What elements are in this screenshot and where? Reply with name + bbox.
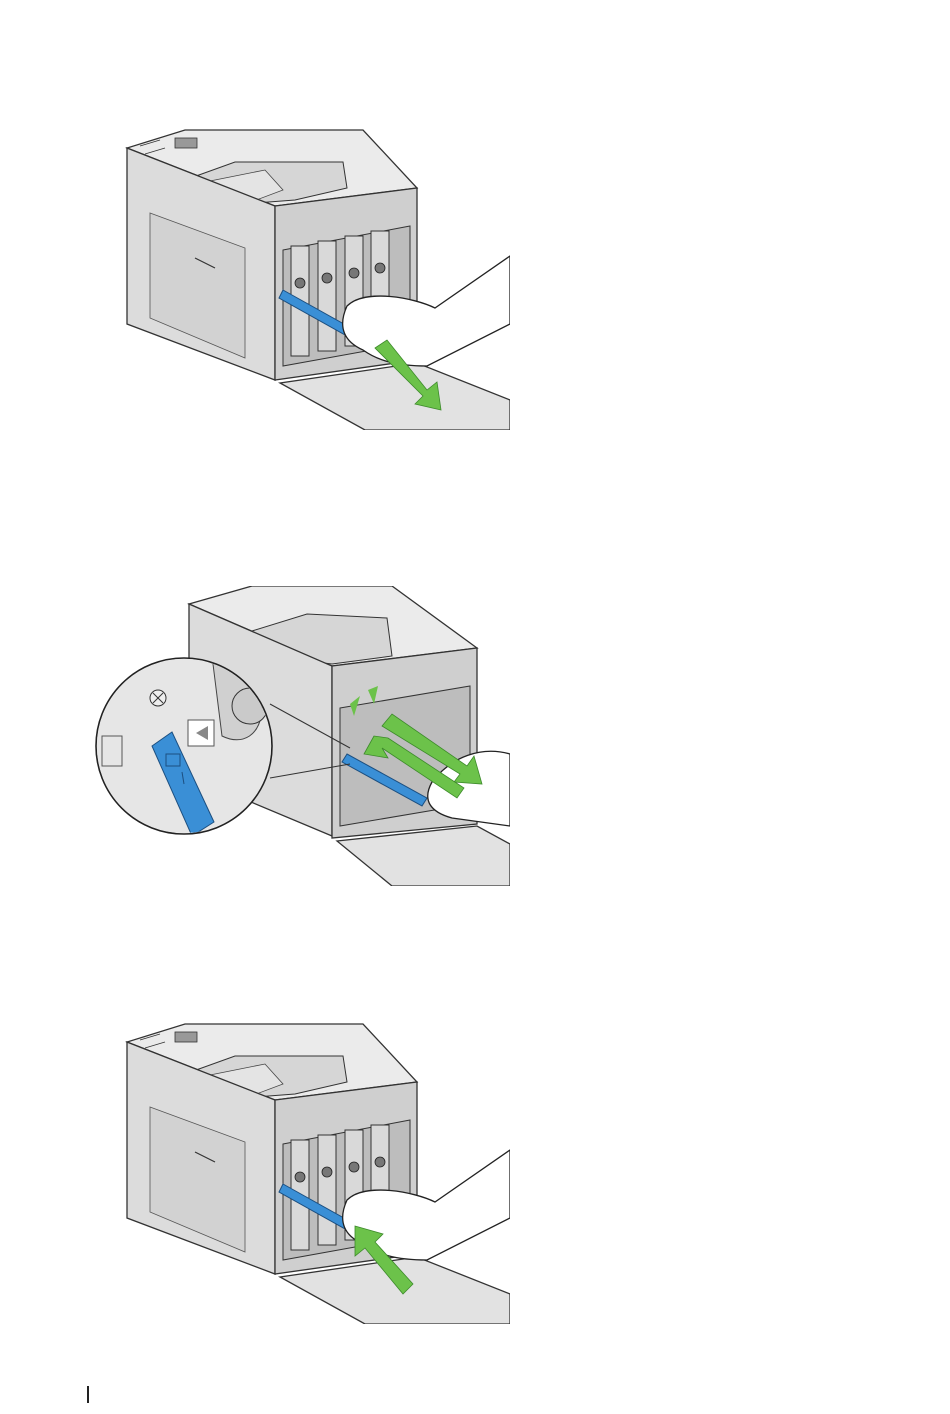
printer-illustration-slide-rod — [92, 586, 510, 886]
page-edge-marker — [87, 1386, 89, 1403]
printer-illustration-push-rod — [115, 1022, 510, 1324]
printer-drawing — [115, 128, 510, 430]
printer-illustration-pull-rod — [115, 128, 510, 430]
printer-drawing — [115, 1022, 510, 1324]
printer-drawing — [92, 586, 510, 886]
